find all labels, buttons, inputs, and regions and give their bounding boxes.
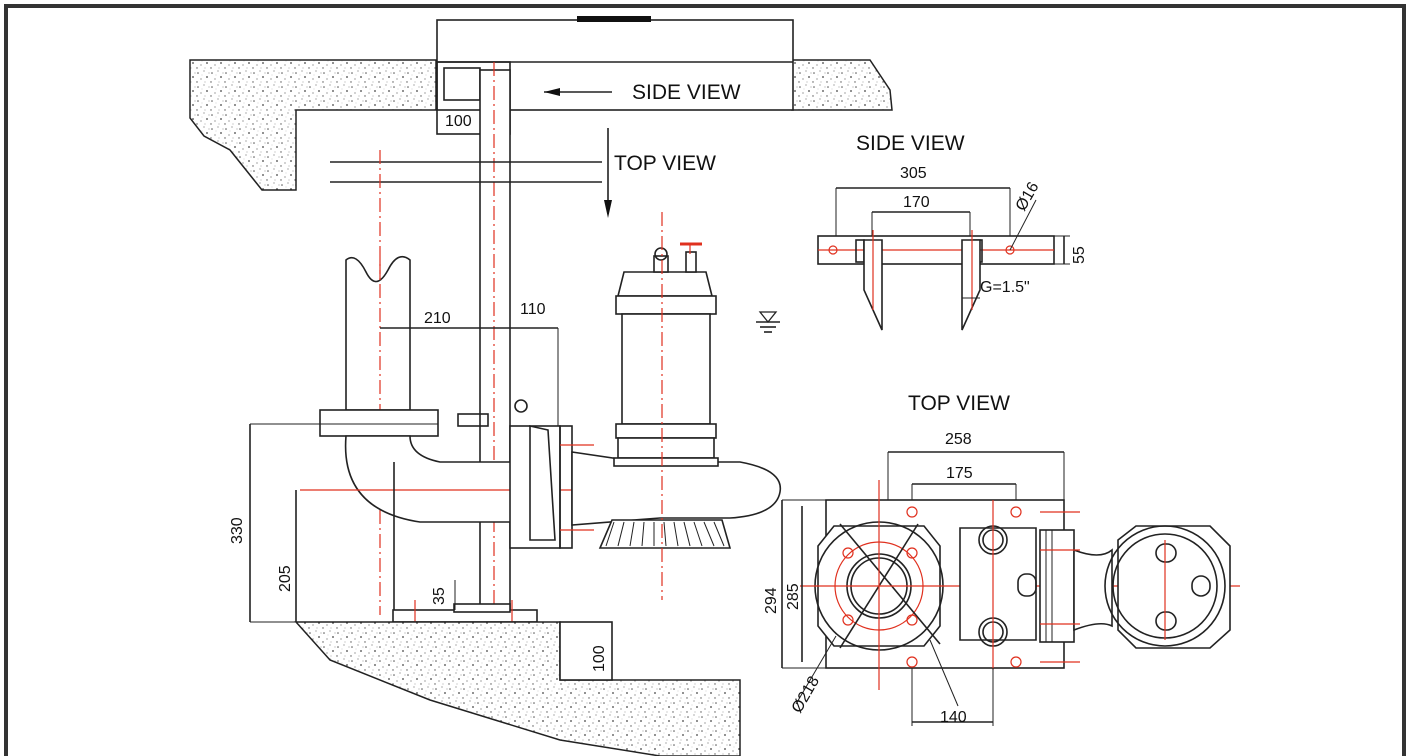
pump-volute	[571, 451, 782, 526]
dim-base-plate: 35	[431, 587, 448, 605]
dim-bottom-spacing: 140	[940, 709, 967, 726]
side-view-title: SIDE VIEW	[856, 132, 965, 155]
discharge-pipe	[345, 255, 411, 411]
dim-side-inner: 170	[903, 194, 930, 211]
dim-thread: G=1.5"	[980, 279, 1030, 296]
ground-slab-bottom	[294, 621, 741, 756]
motor-body	[621, 313, 711, 425]
dim-base-depth: 100	[591, 645, 608, 672]
discharge-flange	[319, 409, 439, 437]
dim-side-width: 305	[900, 165, 927, 182]
cover-handle	[577, 16, 651, 22]
dim-pipe-offset: 210	[424, 310, 451, 327]
dim-total-height: 330	[229, 517, 246, 544]
duckfoot-elbow	[344, 435, 516, 523]
dim-top-inner-height: 285	[785, 583, 802, 610]
drawing-frame	[4, 4, 1406, 756]
side-view-arrow-label: SIDE VIEW	[632, 81, 741, 104]
ground-slab-top-right	[791, 59, 893, 111]
guide-rail	[479, 69, 511, 611]
dim-top-width: 258	[945, 431, 972, 448]
top-view-arrow-label: TOP VIEW	[614, 152, 716, 175]
motor-cap	[616, 271, 714, 297]
side-rail-right	[961, 239, 981, 331]
dim-top-inner: 175	[946, 465, 973, 482]
dim-top-height: 294	[763, 587, 780, 614]
top-rail-bracket	[959, 527, 1037, 641]
top-view-title: TOP VIEW	[908, 392, 1010, 415]
water-level-icon	[756, 311, 780, 333]
ground-slab-top-left	[189, 59, 437, 191]
pump-plan-circle	[1104, 525, 1226, 647]
auto-coupling	[509, 425, 561, 549]
dim-side-height: 55	[1071, 246, 1088, 264]
dim-rail-top: 100	[445, 113, 472, 130]
dim-rail-offset: 110	[520, 301, 546, 318]
dim-bolt-dia: Ø16	[1013, 179, 1043, 214]
dim-outlet-height: 205	[277, 565, 294, 592]
dim-flange-dia: Ø218	[789, 674, 823, 716]
